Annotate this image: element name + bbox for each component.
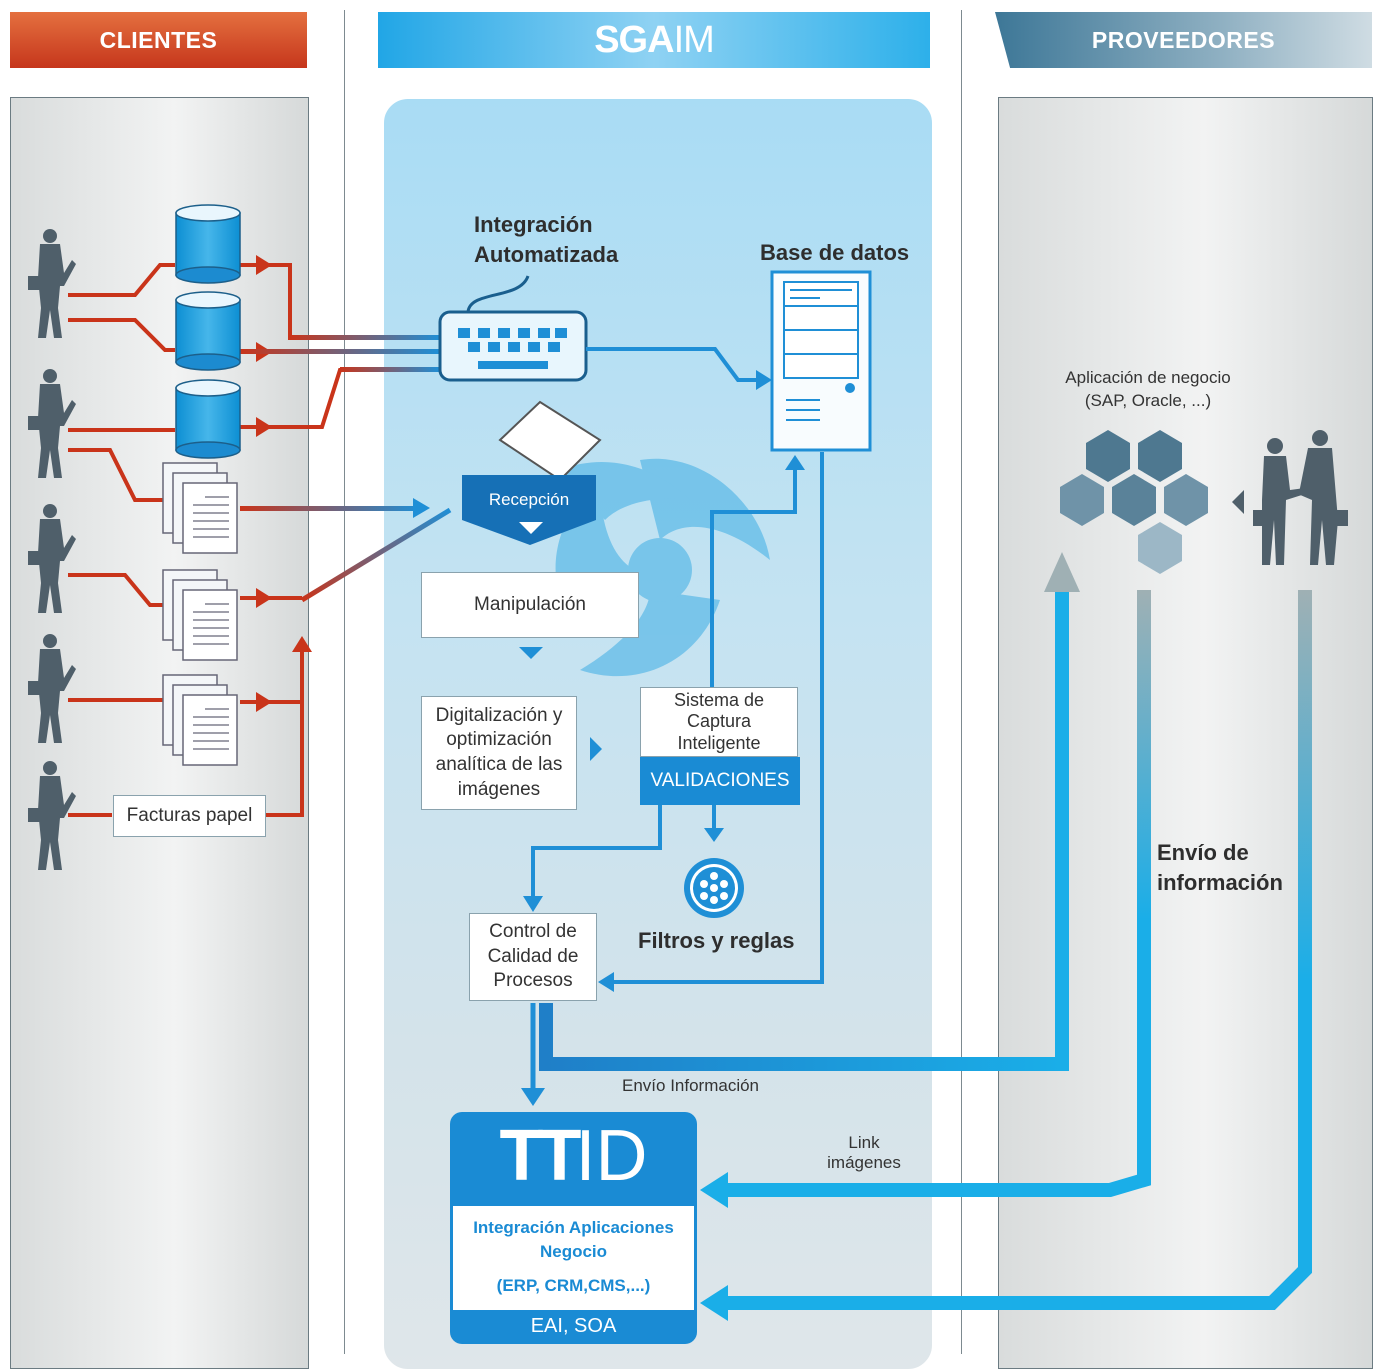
- handshake-icon: [1253, 430, 1348, 565]
- control-calidad-box: Control de Calidad de Procesos: [469, 913, 597, 1001]
- envio-de-informacion-label: Envío de información: [1157, 840, 1283, 895]
- database-server-icon: [770, 270, 872, 452]
- recepcion-label: Recepción: [488, 490, 570, 509]
- facturas-papel-box: Facturas papel: [113, 795, 266, 837]
- client-person-icon: [28, 634, 76, 743]
- client-person-icon: [28, 504, 76, 613]
- keyboard-icon: [438, 275, 588, 382]
- validaciones-box: VALIDACIONES: [640, 757, 800, 805]
- column-divider-right: [961, 10, 962, 1354]
- client-person-icon: [28, 369, 76, 478]
- ttid-block: TTID Integración Aplicaciones Negocio (E…: [450, 1112, 697, 1344]
- ttid-erp-label: (ERP, CRM,CMS,...): [496, 1276, 651, 1295]
- base-de-datos-label: Base de datos: [760, 240, 910, 265]
- digitalizacion-box: Digitalización y optimización analítica …: [421, 696, 577, 810]
- document-stack-icon: [162, 674, 238, 766]
- column-divider-left: [344, 10, 345, 1354]
- integracion-automatizada-label: Integración Automatizada: [474, 212, 619, 267]
- document-stack-icon: [162, 462, 238, 554]
- ttid-logo-light: ID: [575, 1116, 648, 1196]
- database-cylinder-icon: [175, 204, 241, 284]
- envio-informacion-label: Envío Información: [622, 1076, 760, 1095]
- ttid-integracion-label: Integración Aplicaciones Negocio: [473, 1218, 674, 1261]
- filter-rules-icon: [684, 858, 744, 918]
- clientes-header: CLIENTES: [10, 12, 307, 68]
- database-cylinder-icon: [175, 379, 241, 459]
- database-cylinder-icon: [175, 291, 241, 371]
- proveedores-header: PROVEEDORES: [995, 12, 1372, 68]
- aplicacion-negocio-label: Aplicación de negocio (SAP, Oracle, ...): [1065, 368, 1231, 410]
- ttid-logo: TTID: [450, 1120, 697, 1192]
- sgaim-title-light: IM: [673, 18, 715, 61]
- manipulacion-box: Manipulación: [421, 572, 639, 638]
- filtros-reglas-label: Filtros y reglas: [638, 928, 795, 953]
- sgaim-title-bold: SGA: [594, 18, 674, 61]
- ttid-inner-panel: Integración Aplicaciones Negocio (ERP, C…: [453, 1206, 694, 1310]
- business-application-hexagons-icon: [1060, 430, 1208, 574]
- ttid-eai-label: EAI, SOA: [530, 1315, 617, 1337]
- sistema-captura-box: Sistema de Captura Inteligente: [640, 687, 798, 757]
- link-imagenes-label: Link imágenes: [827, 1133, 901, 1172]
- document-stack-icon: [162, 569, 238, 661]
- ttid-logo-bold: TT: [499, 1116, 582, 1196]
